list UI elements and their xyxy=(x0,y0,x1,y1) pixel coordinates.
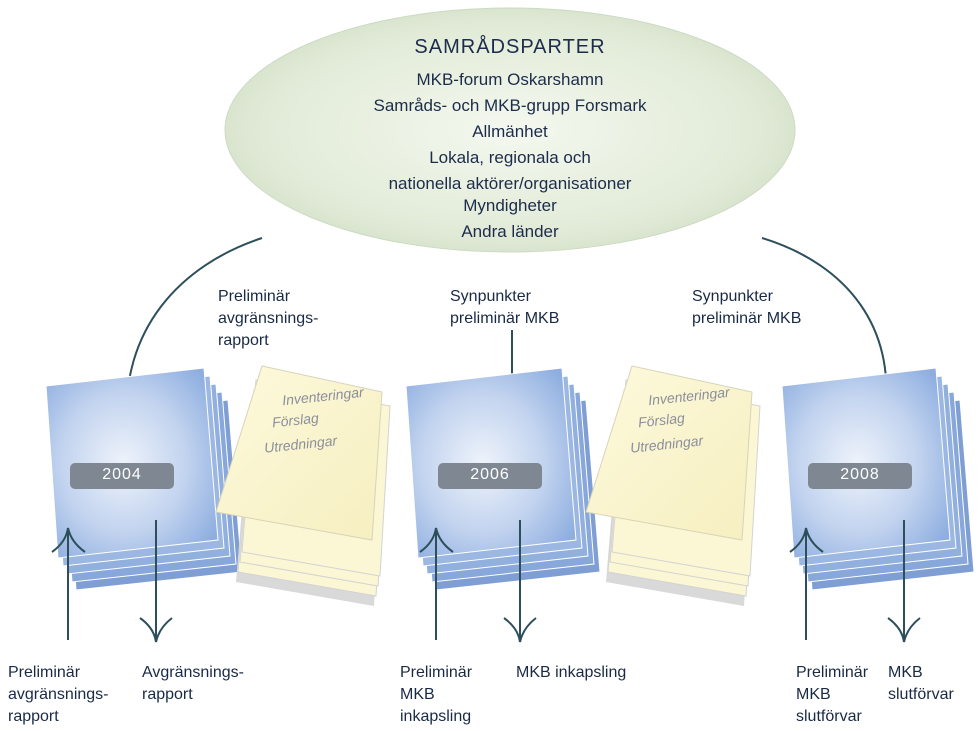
year-label-2008: 2008 xyxy=(840,466,880,483)
ellipse-line-4: Lokala, regionala och xyxy=(429,148,591,167)
bottom-b1-1: Preliminär xyxy=(8,664,81,681)
top-label-left-2: avgränsnings- xyxy=(218,310,319,327)
bottom-b6-2: slutförvar xyxy=(888,686,954,703)
ellipse-line-1: MKB-forum Oskarshamn xyxy=(416,70,604,89)
top-label-middle-2: preliminär MKB xyxy=(450,310,560,327)
stack-2006 xyxy=(405,367,601,591)
ellipse-line-5: nationella aktörer/organisationer xyxy=(388,174,632,193)
ellipse-line-6: Myndigheter xyxy=(463,196,557,215)
year-box-2004 xyxy=(70,463,174,489)
ellipse-line-3: Allmänhet xyxy=(472,122,548,141)
bottom-arrows xyxy=(51,520,921,643)
stack-2004 xyxy=(45,367,243,591)
year-box-2008 xyxy=(808,463,912,489)
year-box-2006 xyxy=(438,463,542,489)
bottom-b5-2: MKB xyxy=(796,686,831,703)
bottom-b5-1: Preliminär xyxy=(796,664,869,681)
samradsparter-ellipse xyxy=(224,7,796,253)
bottom-b2-2: rapport xyxy=(142,686,193,703)
bottom-b4-1: MKB inkapsling xyxy=(516,664,627,681)
bottom-b6-1: MKB xyxy=(888,664,923,681)
bottom-b3-3: inkapsling xyxy=(400,708,472,725)
ellipse-title: SAMRÅDSPARTER xyxy=(414,36,606,58)
top-label-right-2: preliminär MKB xyxy=(692,310,802,327)
top-label-left-1: Preliminär xyxy=(218,288,291,305)
bottom-b3-1: Preliminär xyxy=(400,664,473,681)
yellow-stack-1 xyxy=(215,365,391,606)
bottom-b2-1: Avgränsnings- xyxy=(142,664,244,681)
bottom-b1-3: rapport xyxy=(8,708,59,725)
yellow-stack-2 xyxy=(585,365,761,606)
top-label-left-3: rapport xyxy=(218,332,269,349)
top-label-right-1: Synpunkter xyxy=(692,288,773,305)
bottom-b3-2: MKB xyxy=(400,686,435,703)
year-label-2006: 2006 xyxy=(470,466,510,483)
top-label-middle-1: Synpunkter xyxy=(450,288,531,305)
ellipse-line-2: Samråds- och MKB-grupp Forsmark xyxy=(373,96,647,115)
stack-2008 xyxy=(781,367,975,591)
year-label-2004: 2004 xyxy=(102,466,142,483)
bottom-b5-3: slutförvar xyxy=(796,708,862,725)
bottom-b1-2: avgränsnings- xyxy=(8,686,109,703)
ellipse-line-7: Andra länder xyxy=(461,222,559,241)
